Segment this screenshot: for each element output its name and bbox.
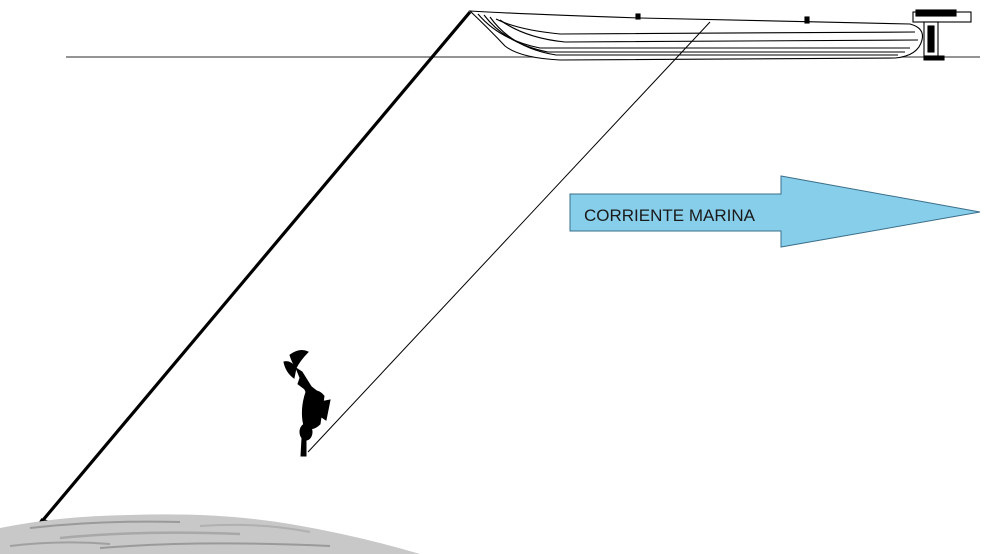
current-arrow-label: CORRIENTE MARINA xyxy=(584,206,756,225)
boat xyxy=(468,9,972,61)
anchor-rope xyxy=(36,10,472,528)
current-arrow: CORRIENTE MARINA xyxy=(569,175,981,248)
current-arrow-shape xyxy=(569,175,981,248)
diver-line xyxy=(307,21,711,453)
diver xyxy=(283,350,331,457)
outboard-motor xyxy=(912,9,972,61)
seabed xyxy=(0,514,420,554)
